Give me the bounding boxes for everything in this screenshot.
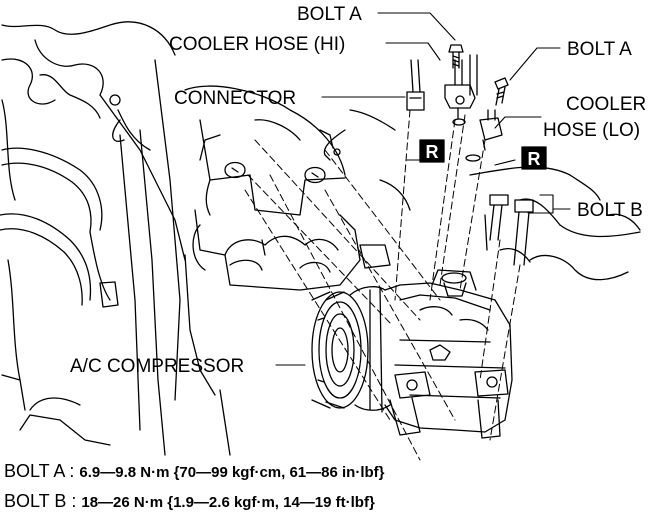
label-cooler-hose-hi: COOLER HOSE (HI) <box>169 34 345 55</box>
torque-spec-bolt-a: BOLT A : 6.9—9.8 N·m {70—99 kgf·cm, 61—8… <box>4 461 385 482</box>
label-connector: CONNECTOR <box>174 88 296 109</box>
frame-line <box>219 389 231 456</box>
label-ac-compressor: A/C COMPRESSOR <box>70 356 244 377</box>
torque-spec-bolt-b: BOLT B : 18—26 N·m {1.9—2.6 kgf·m, 14—19… <box>4 491 375 512</box>
torque-bolt-b-value: 18—26 N·m {1.9—2.6 kgf·m, 14—19 ft·lbf} <box>81 494 375 511</box>
connector-part <box>406 59 425 111</box>
label-bolt-a-right: BOLT A <box>567 39 632 60</box>
right-engine-area-outline <box>469 166 641 281</box>
label-bolt-b: BOLT B <box>577 200 643 221</box>
mounting-bracket-outline <box>184 85 411 396</box>
bolt-a-top-part <box>448 44 464 69</box>
svg-text:R: R <box>528 149 541 169</box>
cooler-hose-lo <box>465 54 503 162</box>
torque-bolt-a-value: 6.9—9.8 N·m {70—99 kgf·cm, 61—86 in·lbf} <box>79 464 385 481</box>
replace-mark-badge-2: R <box>521 146 547 170</box>
leader-lines <box>275 12 571 366</box>
label-cooler-hose-lo-2: HOSE (LO) <box>543 120 640 141</box>
bolt-b-parts <box>489 194 534 266</box>
label-bolt-a-top: BOLT A <box>297 4 362 25</box>
engine-block-outline <box>0 21 186 456</box>
bolt-a-right-part <box>494 77 509 106</box>
torque-bolt-b-name: BOLT B : <box>4 491 82 511</box>
label-cooler-hose-lo-1: COOLER <box>566 94 646 115</box>
replace-mark-badge-1: R <box>419 139 445 163</box>
torque-bolt-a-name: BOLT A : <box>4 461 80 481</box>
alignment-dashed-lines <box>244 109 521 461</box>
ac-compressor-body <box>311 269 513 439</box>
svg-text:R: R <box>426 142 439 162</box>
